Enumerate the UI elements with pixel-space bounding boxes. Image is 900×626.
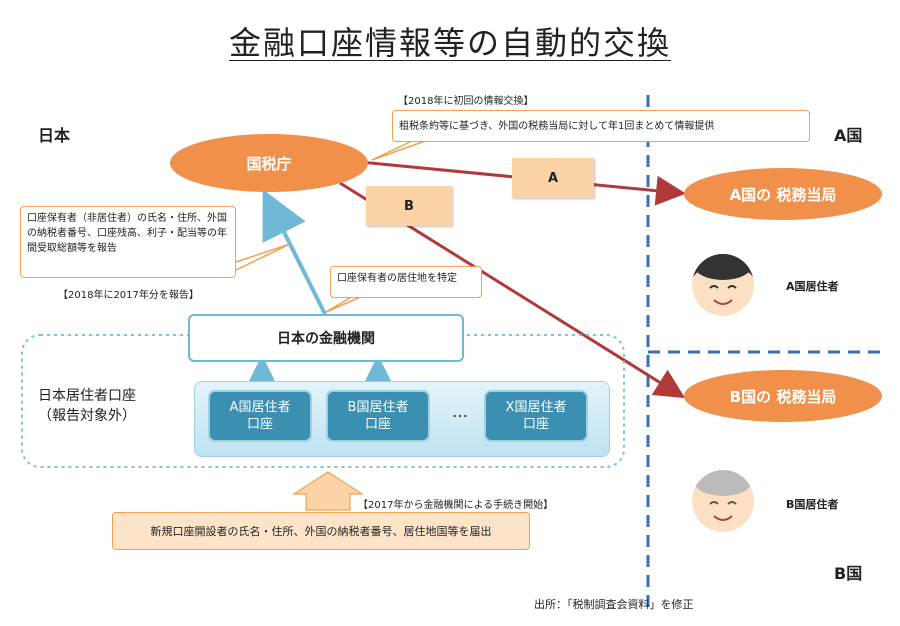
label-country-a: A国 (834, 126, 863, 145)
page-title: 金融口座情報等の自動的交換 (228, 24, 671, 62)
envelope-b: B (366, 186, 452, 226)
a-resident-avatar (692, 254, 754, 316)
node-financial-institution: 日本の金融機関 (188, 314, 464, 362)
account-a-resident: A国居住者 口座 (208, 390, 312, 442)
ellipsis: … (452, 402, 468, 421)
account-x-resident: X国居住者 口座 (484, 390, 588, 442)
b-resident-avatar (692, 470, 754, 532)
note-report-contents: 口座保有者（非居住者）の氏名・住所、外国の納税者番号、口座残高、利子・配当等の年… (20, 206, 236, 278)
node-a-tax-authority: A国の 税務当局 (684, 168, 882, 220)
note-report-2018: 【2018年に2017年分を報告】 (58, 290, 199, 301)
label-country-b: B国 (834, 564, 863, 583)
note-procedure-start: 【2017年から金融機関による手続き開始】 (358, 500, 554, 511)
note-identify-residence: 口座保有者の居住地を特定 (330, 266, 482, 298)
envelope-a: A (512, 158, 594, 198)
label-domestic-accounts: 日本居住者口座 （報告対象外） (38, 388, 136, 424)
node-nta: 国税庁 (170, 134, 368, 192)
label-a-resident: A国居住者 (786, 280, 839, 293)
note-new-account: 新規口座開設者の氏名・住所、外国の納税者番号、居住地国等を届出 (112, 512, 530, 550)
account-b-resident: B国居住者 口座 (326, 390, 430, 442)
note-exchange-start: 【2018年に初回の情報交換】 (398, 96, 534, 107)
node-b-tax-authority: B国の 税務当局 (684, 370, 882, 422)
label-japan: 日本 (38, 126, 71, 145)
arrow-to-nta (262, 189, 327, 315)
up-arrow-icon (291, 471, 365, 511)
source-note: 出所：「税制調査会資料」を修正 (534, 598, 694, 611)
label-b-resident: B国居住者 (786, 498, 839, 511)
note-treaty: 租税条約等に基づき、外国の税務当局に対して年1回まとめて情報提供 (392, 110, 810, 142)
